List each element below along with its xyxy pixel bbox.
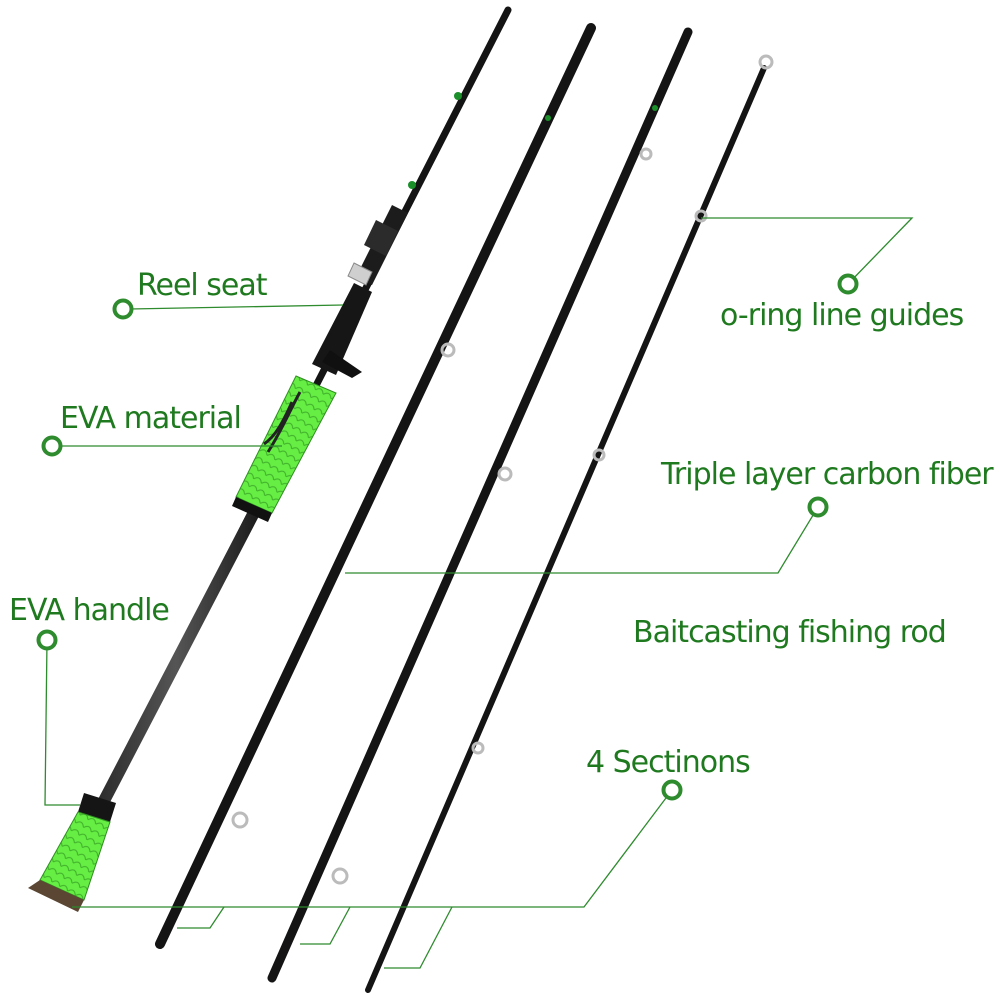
dot-eva-material [41,435,63,457]
reel-seat-ring [347,262,373,286]
rod-section-tip [365,54,774,993]
fore-grip-end [232,497,272,522]
callout-dots [36,273,859,801]
winding-check [408,181,416,189]
callouts [44,217,914,969]
label-sections: 4 Sectinons [586,745,751,780]
reel-seat-nut [364,220,398,256]
fore-grip [235,375,337,514]
label-eva-handle: EVA handle [9,593,170,628]
line-guide [592,448,606,462]
callout-eva-handle [44,639,80,806]
label-baitcasting-rod: Baitcasting fishing rod [633,615,947,650]
label-eva-material: EVA material [60,401,242,436]
cork-butt-cap [28,880,84,912]
dot-eva-handle [36,629,58,651]
rod-blank-2 [155,23,596,949]
dot-reel-seat [112,298,134,320]
tip-top-guide [758,54,774,70]
trigger [322,350,362,378]
label-reel-seat: Reel seat [137,268,268,303]
callout-oring [701,217,914,285]
line-guide [440,342,456,358]
carbon-shaft [88,499,264,826]
hook-keeper [454,92,462,100]
callout-sections-tick [300,906,351,945]
callout-triple [345,506,819,574]
callout-sections-tick [177,906,225,929]
line-guide [331,867,349,885]
rod-section-2 [155,23,596,949]
line-guide [694,209,708,223]
dot-oring [837,273,859,295]
line-guide [639,147,653,161]
callout-sections-tick [384,906,453,969]
line-guide [471,741,485,755]
rod-section-butt [28,6,512,912]
rod-blank-3 [267,27,693,983]
reel-seat-body [312,283,372,375]
callout-sections [72,789,673,908]
label-triple-layer-carbon: Triple layer carbon fiber [661,457,994,492]
line-guide [497,466,513,482]
ferrule-mark [545,115,551,121]
ferrule-mark [652,105,658,111]
dot-triple [807,496,829,518]
rod-section-3 [267,27,693,983]
rod-blank-tip [365,65,767,993]
line-guide [231,811,249,829]
callout-reel-seat [129,304,344,310]
dot-sections [661,779,683,801]
label-oring-line-guides: o-ring line guides [720,298,964,333]
